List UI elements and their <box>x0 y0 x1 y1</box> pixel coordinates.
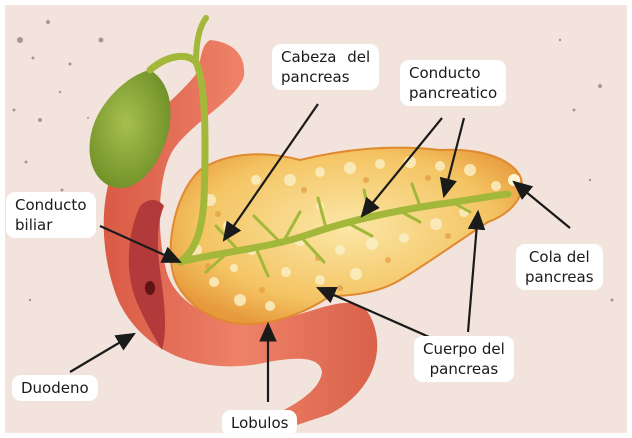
label-cola-del-pancreas: Cola del pancreas <box>516 244 603 290</box>
label-cuerpo-del-pancreas: Cuerpo del pancreas <box>414 336 514 382</box>
label-conducto-pancreatico: Conducto pancreatico <box>400 60 506 106</box>
label-duodeno: Duodeno <box>12 375 98 401</box>
label-lobulos: Lobulos <box>222 410 297 436</box>
duodenal-papilla-icon <box>145 281 155 295</box>
label-cabeza-del-pancreas: Cabeza del pancreas <box>272 44 379 90</box>
label-conducto-biliar: Conducto biliar <box>6 192 96 238</box>
